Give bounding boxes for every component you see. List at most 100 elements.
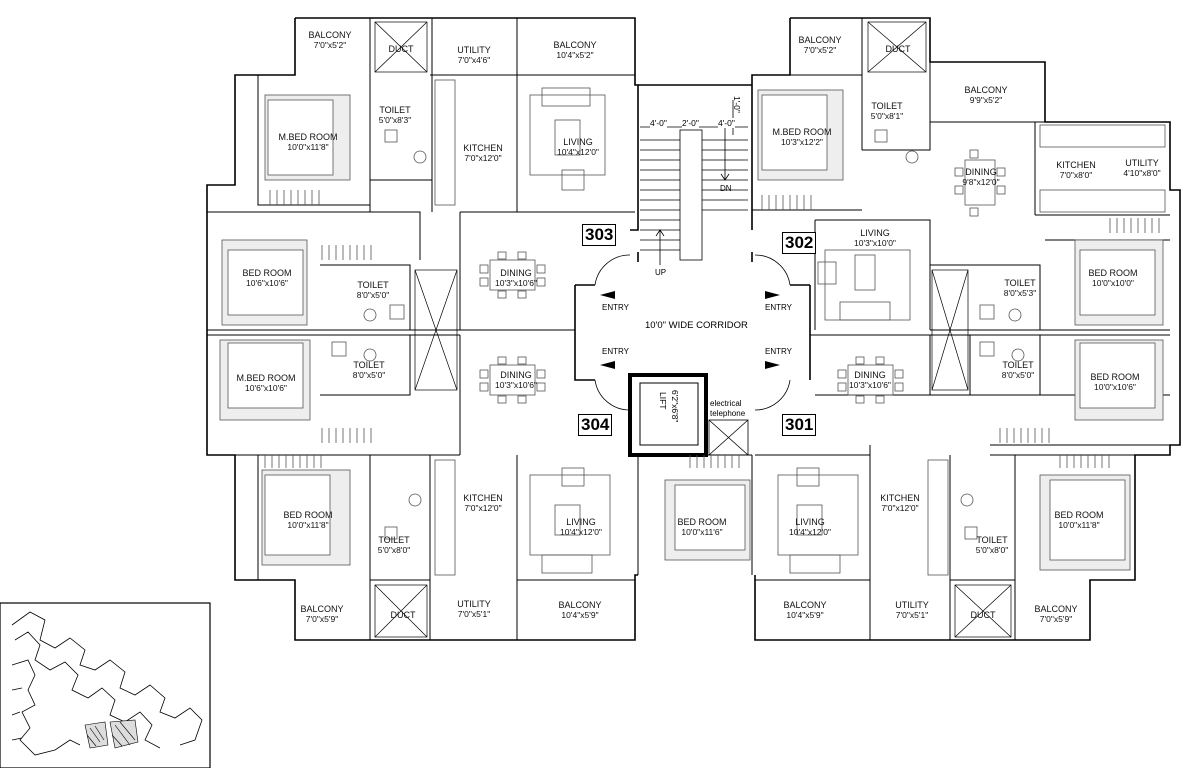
stair-dn-label: DN (720, 184, 732, 193)
bed-mbed-tr (757, 89, 844, 181)
entry-label-302: ENTRY (765, 303, 792, 312)
duct-hatch-tr (867, 21, 927, 73)
dining-table-ml2 (479, 356, 546, 404)
stair-arrow-dn (720, 120, 730, 181)
stair-dim-1: 4'-0" (650, 118, 667, 128)
unit-number-301: 301 (782, 414, 817, 436)
room-label-duct-br: DUCT (970, 610, 996, 620)
door-arc-303 (594, 254, 631, 286)
unit-number-303: 303 (582, 224, 617, 246)
stair-up-label: UP (655, 268, 667, 277)
entry-label-304: ENTRY (602, 347, 629, 356)
dining-table-ml1 (479, 251, 546, 299)
bed-bed-br (1039, 474, 1131, 571)
living-furniture-tl (529, 87, 606, 191)
kitchen-counter-tl (434, 79, 456, 206)
entry-label-303: ENTRY (602, 303, 629, 312)
bed-mbed-ml (219, 339, 311, 421)
room-label-duct-tr: DUCT (885, 44, 911, 54)
door-arc-302 (754, 254, 791, 286)
interior-walls-right (752, 18, 1170, 640)
duct-hatch-tl (374, 21, 428, 73)
entry-arrow-303 (600, 291, 615, 299)
lift-label: LIFT (658, 392, 668, 410)
dining-table-tr (954, 149, 1006, 217)
duct-hatch-bl (374, 584, 428, 638)
lift-shaft (628, 373, 749, 457)
key-plan-inset (0, 602, 211, 768)
living-furniture-bl (529, 467, 611, 574)
bed-bed-bc (664, 479, 751, 561)
shaft-ml (414, 269, 458, 391)
corridor-label: 10'0" WIDE CORRIDOR (645, 320, 748, 331)
shaft-mr (931, 269, 969, 391)
entry-arrow-301 (765, 361, 780, 369)
entry-label-301: ENTRY (765, 347, 792, 356)
telephone-label: telephone (710, 409, 746, 418)
living-furniture-mr (817, 249, 911, 321)
door-arc-301 (754, 379, 791, 411)
kitchen-counter-tr (1039, 124, 1166, 213)
living-furniture-br (777, 467, 859, 574)
stair-dim-3: 4'-0" (718, 118, 735, 128)
kitchen-counter-br (927, 459, 949, 576)
core-wall (574, 84, 811, 381)
window-hatches (264, 190, 1160, 468)
unit-number-304: 304 (578, 414, 613, 436)
dining-table-mr (837, 356, 904, 404)
lift-dimension: 6'2"x6'8" (670, 390, 680, 423)
bed-bed-ml (221, 239, 308, 326)
kitchen-counter-bl (434, 459, 456, 576)
bed-mbed-tl (264, 94, 351, 181)
door-arc-304 (594, 379, 631, 411)
unit-number-302: 302 (782, 232, 817, 254)
stair-dim-2: 2'-0" (682, 118, 699, 128)
stair-dim-4: 1'-0" (732, 96, 742, 113)
toilet-fixtures (331, 129, 1025, 540)
bed-bed-mr1 (1074, 239, 1164, 326)
bed-bed-mr2 (1074, 339, 1164, 421)
room-label-duct-bl: DUCT (390, 610, 416, 620)
room-label-duct-tl: DUCT (388, 44, 414, 54)
